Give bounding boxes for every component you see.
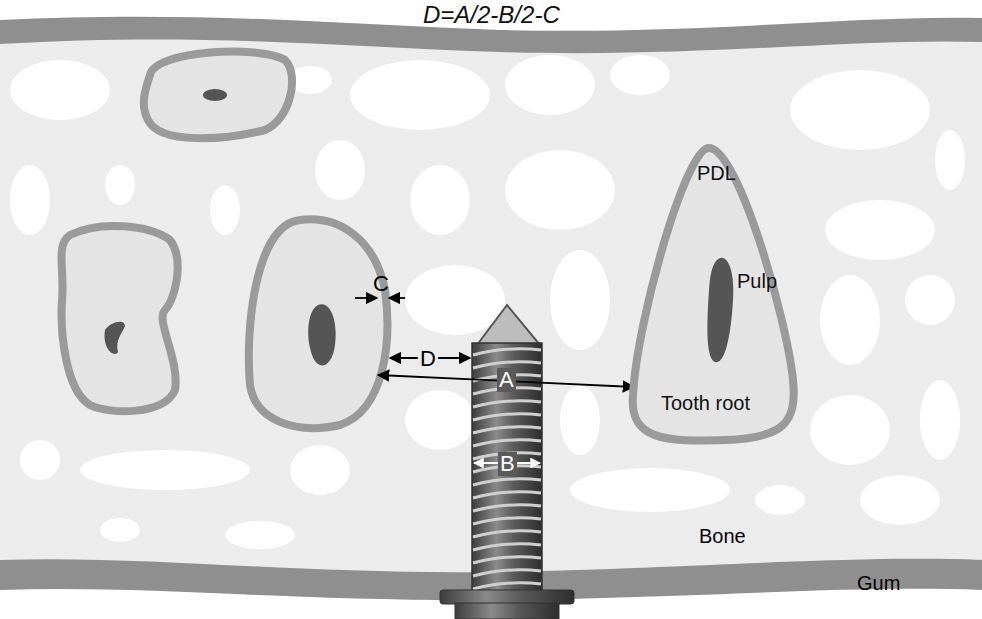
dimension-a: A bbox=[497, 368, 516, 392]
dimension-d: D bbox=[418, 347, 438, 371]
tooth-root-label: Tooth root bbox=[661, 392, 750, 414]
dimension-b: B bbox=[498, 452, 517, 476]
screw-thread bbox=[473, 492, 541, 498]
screw-thread bbox=[473, 440, 541, 446]
screw-thread bbox=[473, 531, 541, 537]
screw-thread bbox=[473, 414, 541, 420]
screw-thread bbox=[473, 401, 541, 407]
screw-thread bbox=[473, 557, 541, 563]
pulp-label: Pulp bbox=[737, 270, 777, 292]
dimension-c: C bbox=[371, 272, 391, 296]
screw-thread bbox=[473, 479, 541, 485]
screw-thread bbox=[473, 349, 541, 355]
screw-thread bbox=[473, 427, 541, 433]
gum-label: Gum bbox=[855, 572, 902, 594]
bone-label: Bone bbox=[697, 525, 748, 547]
screw-thread bbox=[473, 570, 541, 576]
screw-thread bbox=[473, 505, 541, 511]
screw-thread bbox=[473, 544, 541, 550]
screw-thread bbox=[473, 583, 541, 589]
pdl-label: PDL bbox=[697, 162, 736, 184]
formula-title: D=A/2-B/2-C bbox=[423, 2, 560, 28]
tooth-root: PDL PulpTooth root bbox=[625, 140, 800, 450]
screw-thread bbox=[473, 518, 541, 524]
